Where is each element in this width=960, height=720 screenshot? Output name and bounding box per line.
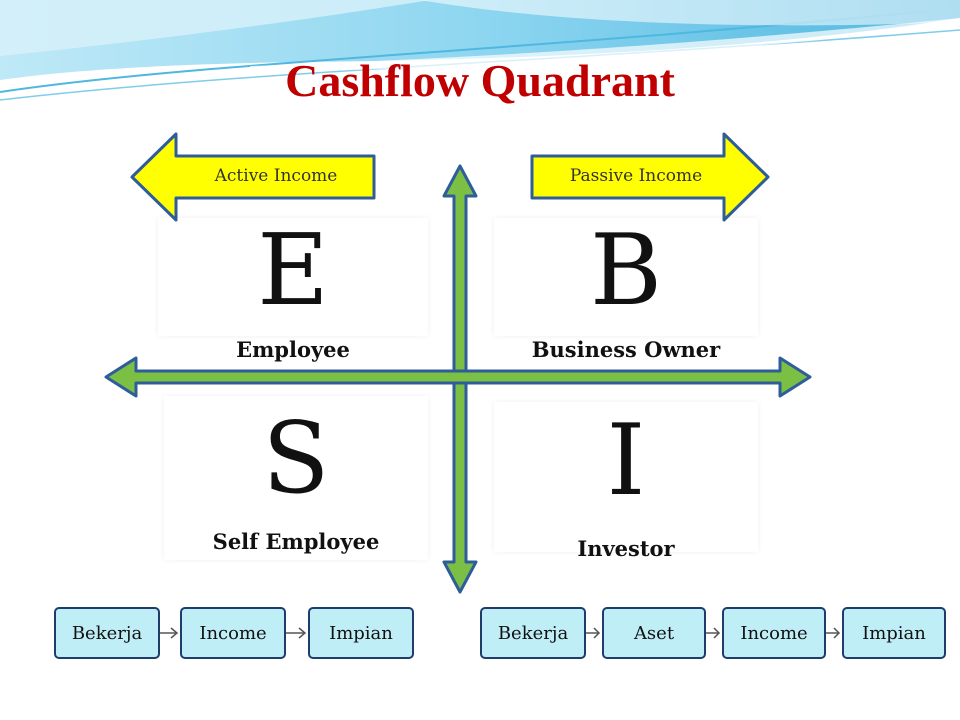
passive-income-label: Passive Income — [569, 166, 703, 186]
quadrant-i-letter: I — [606, 404, 646, 518]
quadrant-i-box: I Investor — [494, 402, 758, 561]
quadrant-s-letter: S — [262, 402, 330, 516]
horizontal-axis-arrow — [104, 356, 812, 398]
quadrant-e-label: Employee — [236, 337, 350, 362]
active-income-label: Active Income — [214, 166, 338, 186]
quadrant-e-box: E — [158, 218, 428, 336]
slide-title: Cashflow Quadrant — [285, 55, 675, 106]
quadrant-e-letter: E — [257, 214, 329, 328]
flow-right-step-1: Bekerja — [480, 607, 586, 659]
flow-left-arrow-1 — [160, 627, 179, 639]
active-income-arrow — [130, 132, 376, 222]
flow-right-step-2: Aset — [602, 607, 706, 659]
flow-left-step-1: Bekerja — [54, 607, 160, 659]
quadrant-b-label: Business Owner — [531, 337, 721, 362]
flow-right-arrow-3 — [826, 627, 841, 639]
flow-right-step-4: Impian — [842, 607, 946, 659]
flow-left-step-2: Income — [180, 607, 286, 659]
flow-left-step-3: Impian — [308, 607, 414, 659]
quadrant-i-label: Investor — [577, 536, 675, 561]
quadrant-s-box: S Self Employee — [164, 396, 428, 560]
flow-right-arrow-1 — [586, 627, 601, 639]
quadrant-s-label: Self Employee — [212, 529, 380, 554]
flow-right-step-3: Income — [722, 607, 826, 659]
flow-left-arrow-2 — [286, 627, 307, 639]
quadrant-b-letter: B — [589, 214, 663, 328]
quadrant-b-box: B — [494, 218, 758, 336]
passive-income-arrow — [530, 132, 770, 222]
flow-right-arrow-2 — [706, 627, 721, 639]
